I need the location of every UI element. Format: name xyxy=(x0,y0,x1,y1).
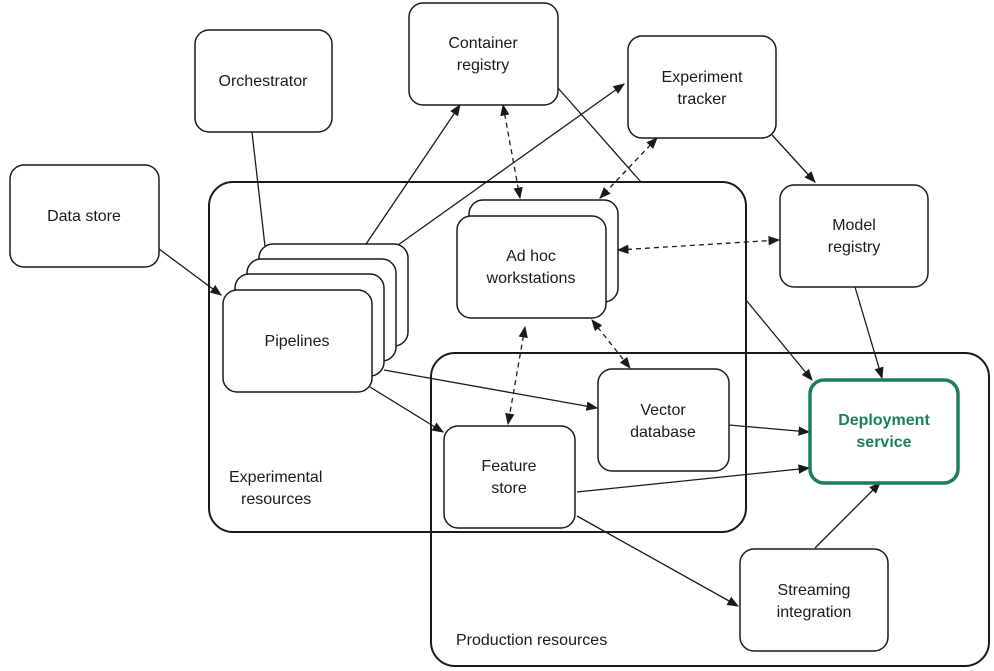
edge-ad-hoc-vector-database xyxy=(591,319,631,369)
node-experiment-tracker[interactable]: Experiment tracker xyxy=(627,35,777,139)
edge-data-store-to-pipelines xyxy=(154,245,222,296)
node-label-line-1: Streaming xyxy=(778,582,851,599)
node-data-store[interactable]: Data store xyxy=(9,164,160,268)
node-label: Data store xyxy=(47,208,121,225)
edge-experimental-to-deployment xyxy=(745,299,813,381)
node-label-line-2: tracker xyxy=(678,91,728,108)
node-label: Pipelines xyxy=(265,333,330,350)
production-resources-group xyxy=(430,352,990,667)
experimental-resources-label-line-2: resources xyxy=(241,491,311,508)
node-deployment-service[interactable]: Deployment service xyxy=(808,378,960,485)
node-vector-database[interactable]: Vector database xyxy=(597,368,730,472)
node-streaming-integration[interactable]: Streaming integration xyxy=(739,548,889,652)
node-label-line-1: Model xyxy=(832,217,876,234)
edge-ad-hoc-model-registry xyxy=(616,235,781,255)
production-resources-label: Production resources xyxy=(456,632,607,649)
edge-pipelines-to-vector-database xyxy=(383,369,599,411)
edge-ad-hoc-feature-store xyxy=(505,325,528,426)
node-label-line-2: database xyxy=(630,424,696,441)
node-label-line-1: Experiment xyxy=(662,69,743,86)
node-container-registry[interactable]: Container registry xyxy=(408,2,559,106)
edge-experiment-tracker-ad-hoc xyxy=(599,137,658,199)
node-label-line-1: Vector xyxy=(640,402,686,419)
edge-model-registry-to-deployment xyxy=(854,286,884,380)
edge-pipelines-to-feature-store xyxy=(369,386,444,433)
node-label-line-2: service xyxy=(856,434,911,451)
node-label-line-2: integration xyxy=(777,604,852,621)
node-ad-hoc-workstations[interactable]: Ad hoc workstations xyxy=(456,199,619,319)
node-label-line-1: Feature xyxy=(481,458,536,475)
node-label-line-2: workstations xyxy=(486,270,576,287)
edge-streaming-to-deployment xyxy=(814,482,881,549)
experimental-resources-group xyxy=(208,181,747,533)
node-label-line-1: Container xyxy=(448,35,518,52)
node-model-registry[interactable]: Model registry xyxy=(779,184,929,288)
edge-feature-store-to-streaming xyxy=(576,515,740,607)
edges xyxy=(154,83,884,607)
node-feature-store[interactable]: Feature store xyxy=(443,425,576,529)
node-pipelines[interactable]: Pipelines xyxy=(222,243,409,393)
edge-experiment-tracker-to-model-registry xyxy=(771,134,816,183)
node-label-line-1: Ad hoc xyxy=(506,248,556,265)
edge-feature-store-to-deployment xyxy=(576,464,811,493)
node-label-line-1: Deployment xyxy=(838,412,930,429)
node-label-line-2: registry xyxy=(457,57,509,74)
node-orchestrator[interactable]: Orchestrator xyxy=(194,29,333,133)
edge-container-registry-ad-hoc xyxy=(500,103,523,200)
node-label-line-2: registry xyxy=(828,239,880,256)
node-label: Orchestrator xyxy=(219,73,309,90)
edge-vector-database-to-deployment xyxy=(728,424,811,436)
experimental-resources-label-line-1: Experimental xyxy=(229,469,322,486)
node-label-line-2: store xyxy=(491,480,527,497)
